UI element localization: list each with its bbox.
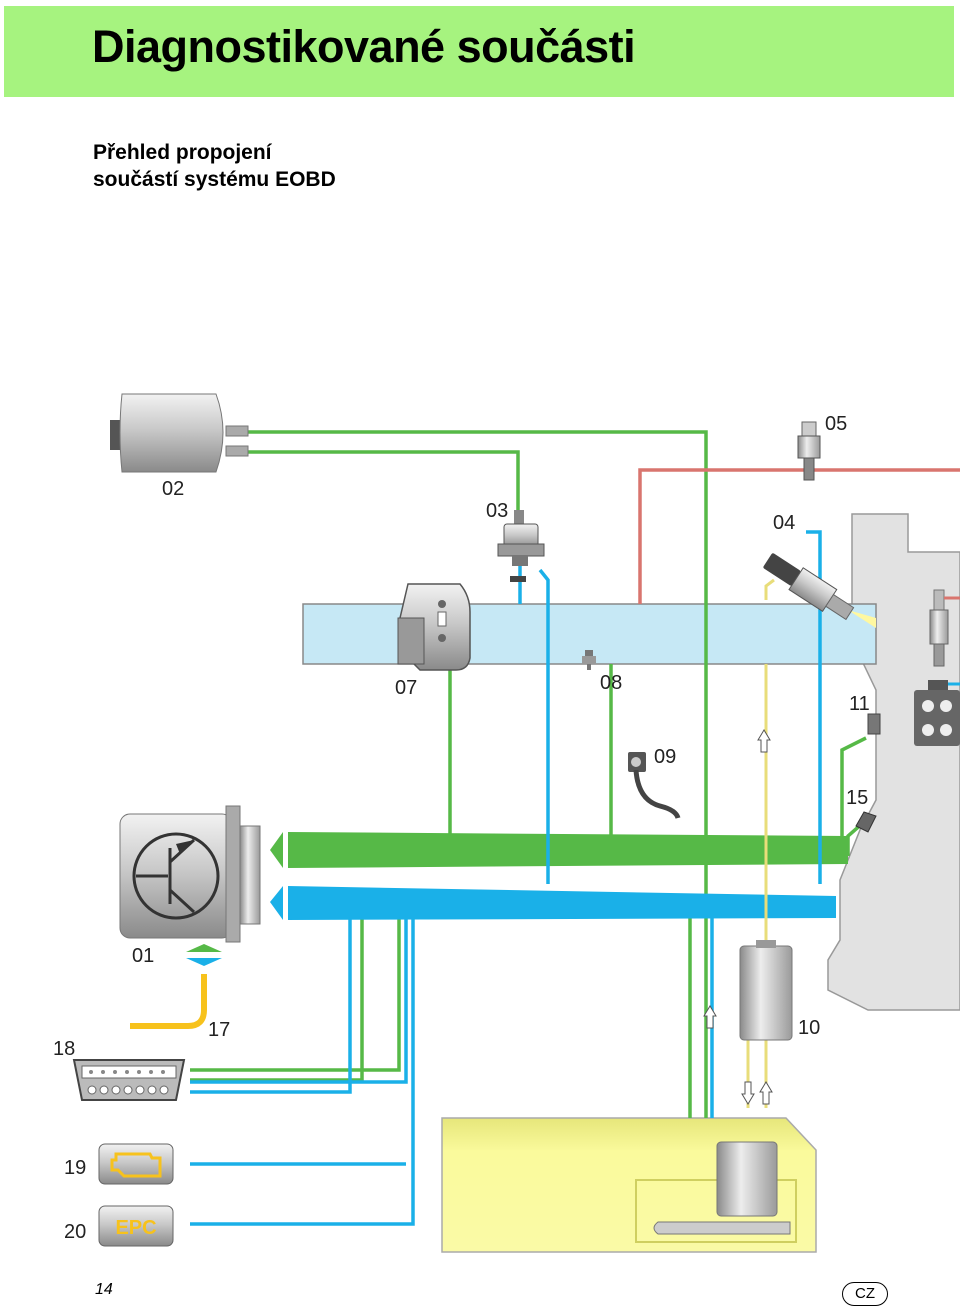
obd-connector-icon [72, 1059, 186, 1101]
flow-arrows [703, 729, 773, 1105]
ignition-module-icon [914, 680, 960, 746]
blue-triangle-marker [186, 958, 222, 966]
label-19: 19 [64, 1157, 86, 1179]
engine-block [827, 513, 960, 1011]
green-triangle-marker [186, 944, 222, 952]
language-badge: CZ [842, 1282, 888, 1306]
label-17: 17 [208, 1019, 230, 1041]
blue-wiring [190, 530, 822, 1226]
label-08: 08 [600, 672, 622, 694]
label-03: 03 [486, 500, 508, 522]
page-number: 14 [95, 1281, 113, 1298]
speed-sensor-15 [855, 811, 877, 833]
fuel-pump-10 [739, 940, 793, 1041]
epc-text: EPC [115, 1217, 156, 1239]
engine-control-unit-01 [119, 805, 261, 943]
label-11: 11 [849, 693, 870, 715]
knock-sensor-11 [867, 713, 881, 735]
page-subtitle: Přehled propojení součástí systému EOBD [93, 139, 336, 193]
blue-bus-bar [288, 886, 836, 920]
epc-lamp-icon: EPC [98, 1205, 174, 1247]
carbon-canister-02 [110, 393, 249, 473]
purge-valve-03 [497, 510, 545, 582]
throttle-body-07 [397, 583, 471, 671]
spark-plug-icon [929, 589, 949, 667]
fuel-tank [441, 1117, 817, 1253]
label-01: 01 [132, 945, 154, 967]
diagnostic-wire-17 [130, 974, 207, 1029]
page-title: Diagnostikované součásti [92, 21, 636, 72]
blue-bus-arrow [270, 886, 283, 920]
label-02: 02 [162, 478, 184, 500]
label-10: 10 [798, 1017, 820, 1039]
header-band [4, 6, 954, 97]
subtitle-line-1: Přehled propojení [93, 141, 272, 164]
label-07: 07 [395, 677, 417, 699]
red-wire [638, 468, 960, 604]
green-bus-bar [288, 832, 848, 868]
label-09: 09 [654, 746, 676, 768]
label-20: 20 [64, 1221, 86, 1243]
accelerator-pedal-09 [628, 752, 681, 819]
subtitle-line-2: součástí systému EOBD [93, 168, 336, 191]
label-05: 05 [825, 413, 847, 435]
label-04: 04 [773, 512, 795, 534]
fuel-pump-icon [716, 1141, 778, 1217]
fuel-injector-04 [763, 553, 855, 621]
green-bus-arrow [270, 832, 283, 868]
transistor-symbol-icon [132, 832, 220, 920]
green-wiring [190, 430, 867, 1118]
check-engine-icon [98, 1143, 174, 1185]
label-15: 15 [846, 787, 868, 809]
pressure-sensor-05 [797, 421, 821, 481]
air-temp-sensor-08 [582, 650, 596, 670]
label-18: 18 [53, 1038, 75, 1060]
